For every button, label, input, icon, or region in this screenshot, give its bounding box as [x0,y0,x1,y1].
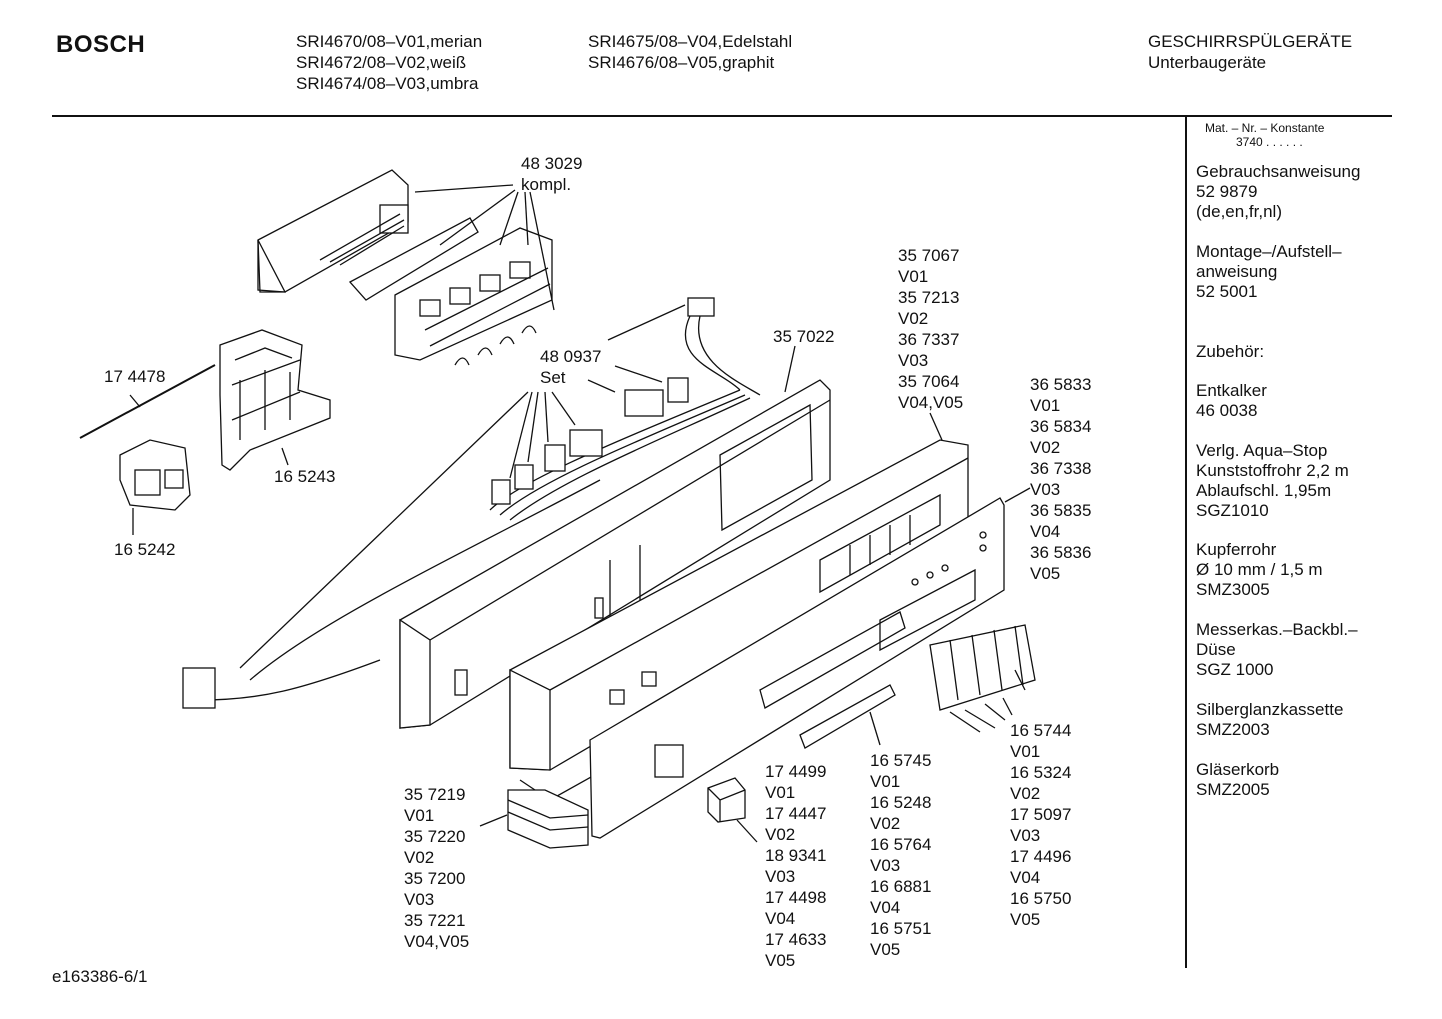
category: GESCHIRRSPÜLGERÄTE Unterbaugeräte [1148,31,1352,73]
model-list-1: SRI4670/08–V01,merian SRI4672/08–V02,wei… [296,31,482,94]
switch-part [119,439,191,511]
button-set-part [929,624,1036,711]
document-code: e163386-6/1 [52,967,148,986]
inner-frame-part [399,379,831,729]
rod-part [79,364,216,439]
part-label-165243: 16 5243 [274,467,336,486]
sidebar-block-accessories: Zubehör: [1196,342,1265,361]
part-label-165242: 16 5242 [114,540,176,559]
konstante-value: 3740 . . . . . . [1236,135,1303,149]
trim-part [507,789,589,849]
model-line: SRI4670/08–V01,merian [296,32,483,51]
bracket-part [219,329,331,471]
cap-part [707,777,746,823]
brand-logo: BOSCH [56,31,146,58]
cable-harness-part [182,297,761,709]
category-line: GESCHIRRSPÜLGERÄTE [1148,32,1353,51]
model-line: SRI4674/08–V03,umbra [296,74,479,93]
model-line: SRI4672/08–V02,weiß [296,53,467,72]
control-module-part [257,169,553,366]
handle-strip-part [799,684,896,749]
category-line: Unterbaugeräte [1148,53,1267,72]
model-line: SRI4675/08–V04,Edelstahl [588,32,793,51]
model-list-2: SRI4675/08–V04,Edelstahl SRI4676/08–V05,… [588,31,792,73]
fascia-part [589,497,1005,839]
model-line: SRI4676/08–V05,graphit [588,53,775,72]
konstante-label: Mat. – Nr. – Konstante [1205,121,1325,135]
part-label-174478: 17 4478 [104,367,166,386]
part-label-357022: 35 7022 [773,327,835,346]
